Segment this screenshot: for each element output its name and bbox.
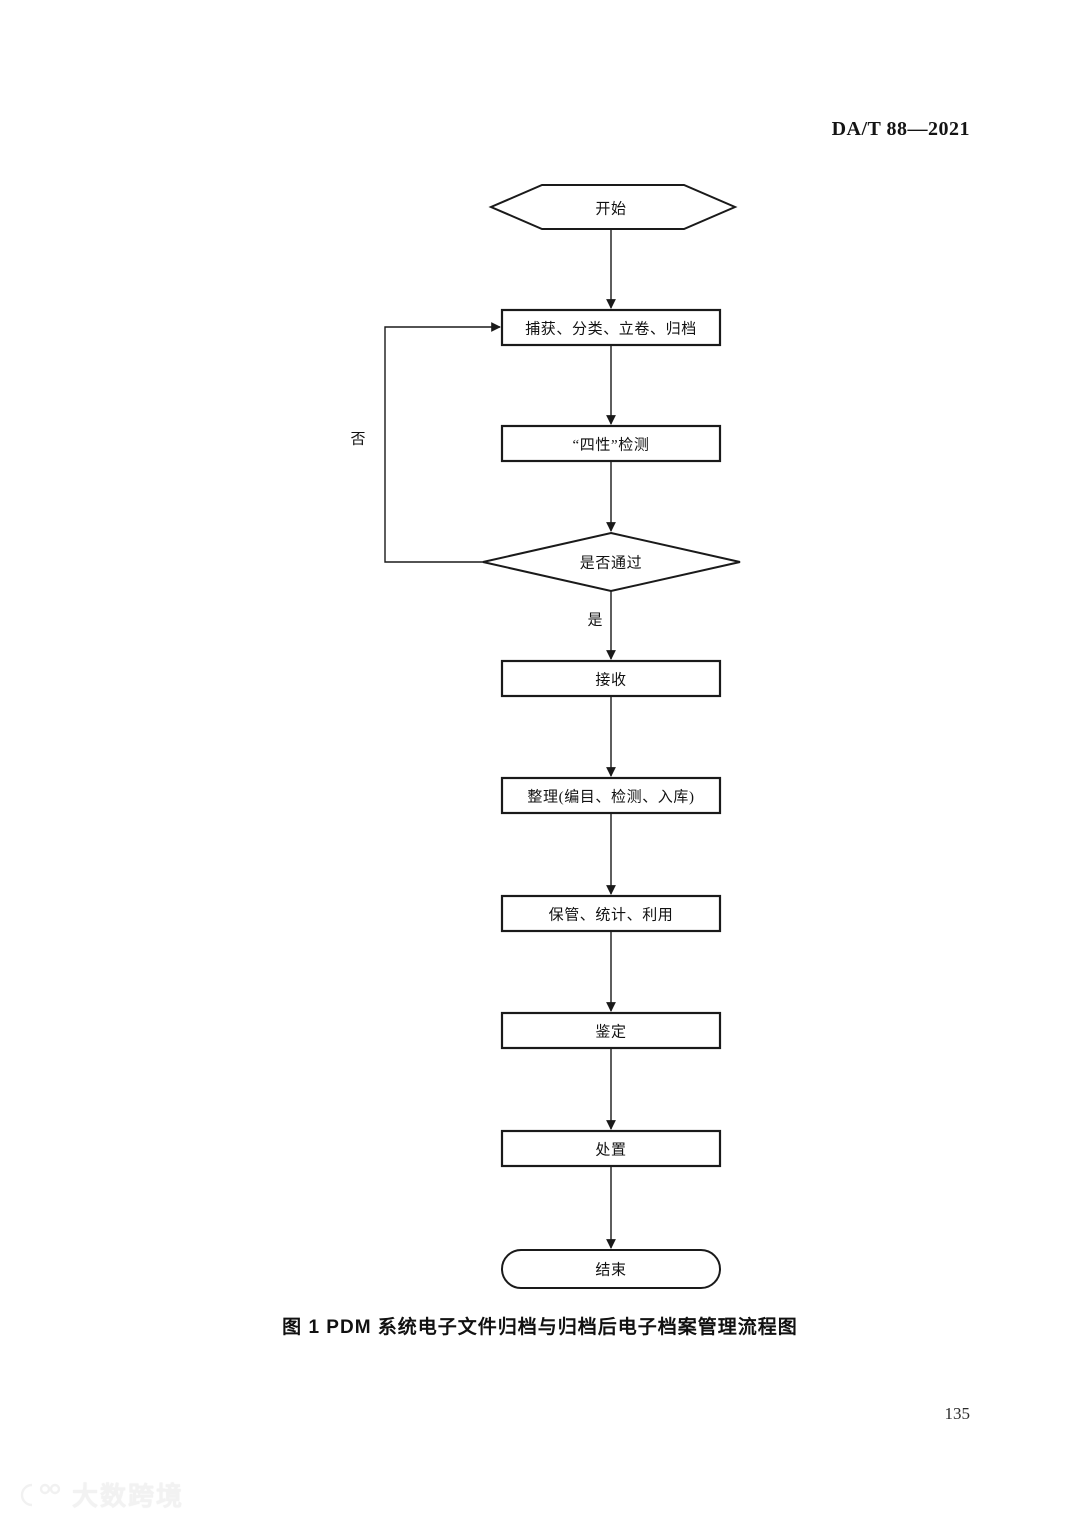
watermark: 大数跨境: [18, 1476, 184, 1513]
node-label-appraise: 鉴定: [595, 1024, 627, 1041]
node-label-arrange: 整理(编目、检测、入库): [527, 789, 695, 806]
node-label-dispose: 处置: [595, 1142, 627, 1159]
watermark-text: 大数跨境: [72, 1481, 185, 1511]
standard-number-header: DA/T 88—2021: [831, 118, 970, 140]
node-shape-arrange: [500, 776, 722, 815]
figure-caption: 图 1 PDM 系统电子文件归档与归档后电子档案管理流程图: [282, 1317, 798, 1338]
node-label-decision: 是否通过: [579, 555, 643, 572]
node-shape-appraise: [500, 1011, 722, 1050]
flowchart-figure: 开始 捕获、分类、立卷、归档 “四性”检测 是否通过 接收 整理(编目、检测、入…: [350, 184, 741, 1289]
node-label-end: 结束: [595, 1262, 627, 1279]
edge-label-yes: 是: [587, 612, 603, 629]
node-label-keep: 保管、统计、利用: [548, 907, 674, 924]
node-label-capture: 捕获、分类、立卷、归档: [525, 321, 697, 338]
node-shape-start: [488, 184, 738, 230]
watermark-logo-icon: [20, 1483, 61, 1506]
node-shape-end: [501, 1249, 721, 1289]
node-shape-keep: [500, 894, 722, 933]
node-label-fourtest: “四性”检测: [572, 437, 650, 454]
node-shape-receive: [500, 659, 722, 698]
edge-decision-capture-no: [384, 322, 501, 563]
node-label-receive: 接收: [595, 672, 627, 689]
node-label-start: 开始: [595, 201, 627, 218]
edge-label-no: 否: [350, 431, 366, 448]
page-number: 135: [944, 1404, 971, 1423]
flowchart-svg: [384, 184, 741, 1289]
